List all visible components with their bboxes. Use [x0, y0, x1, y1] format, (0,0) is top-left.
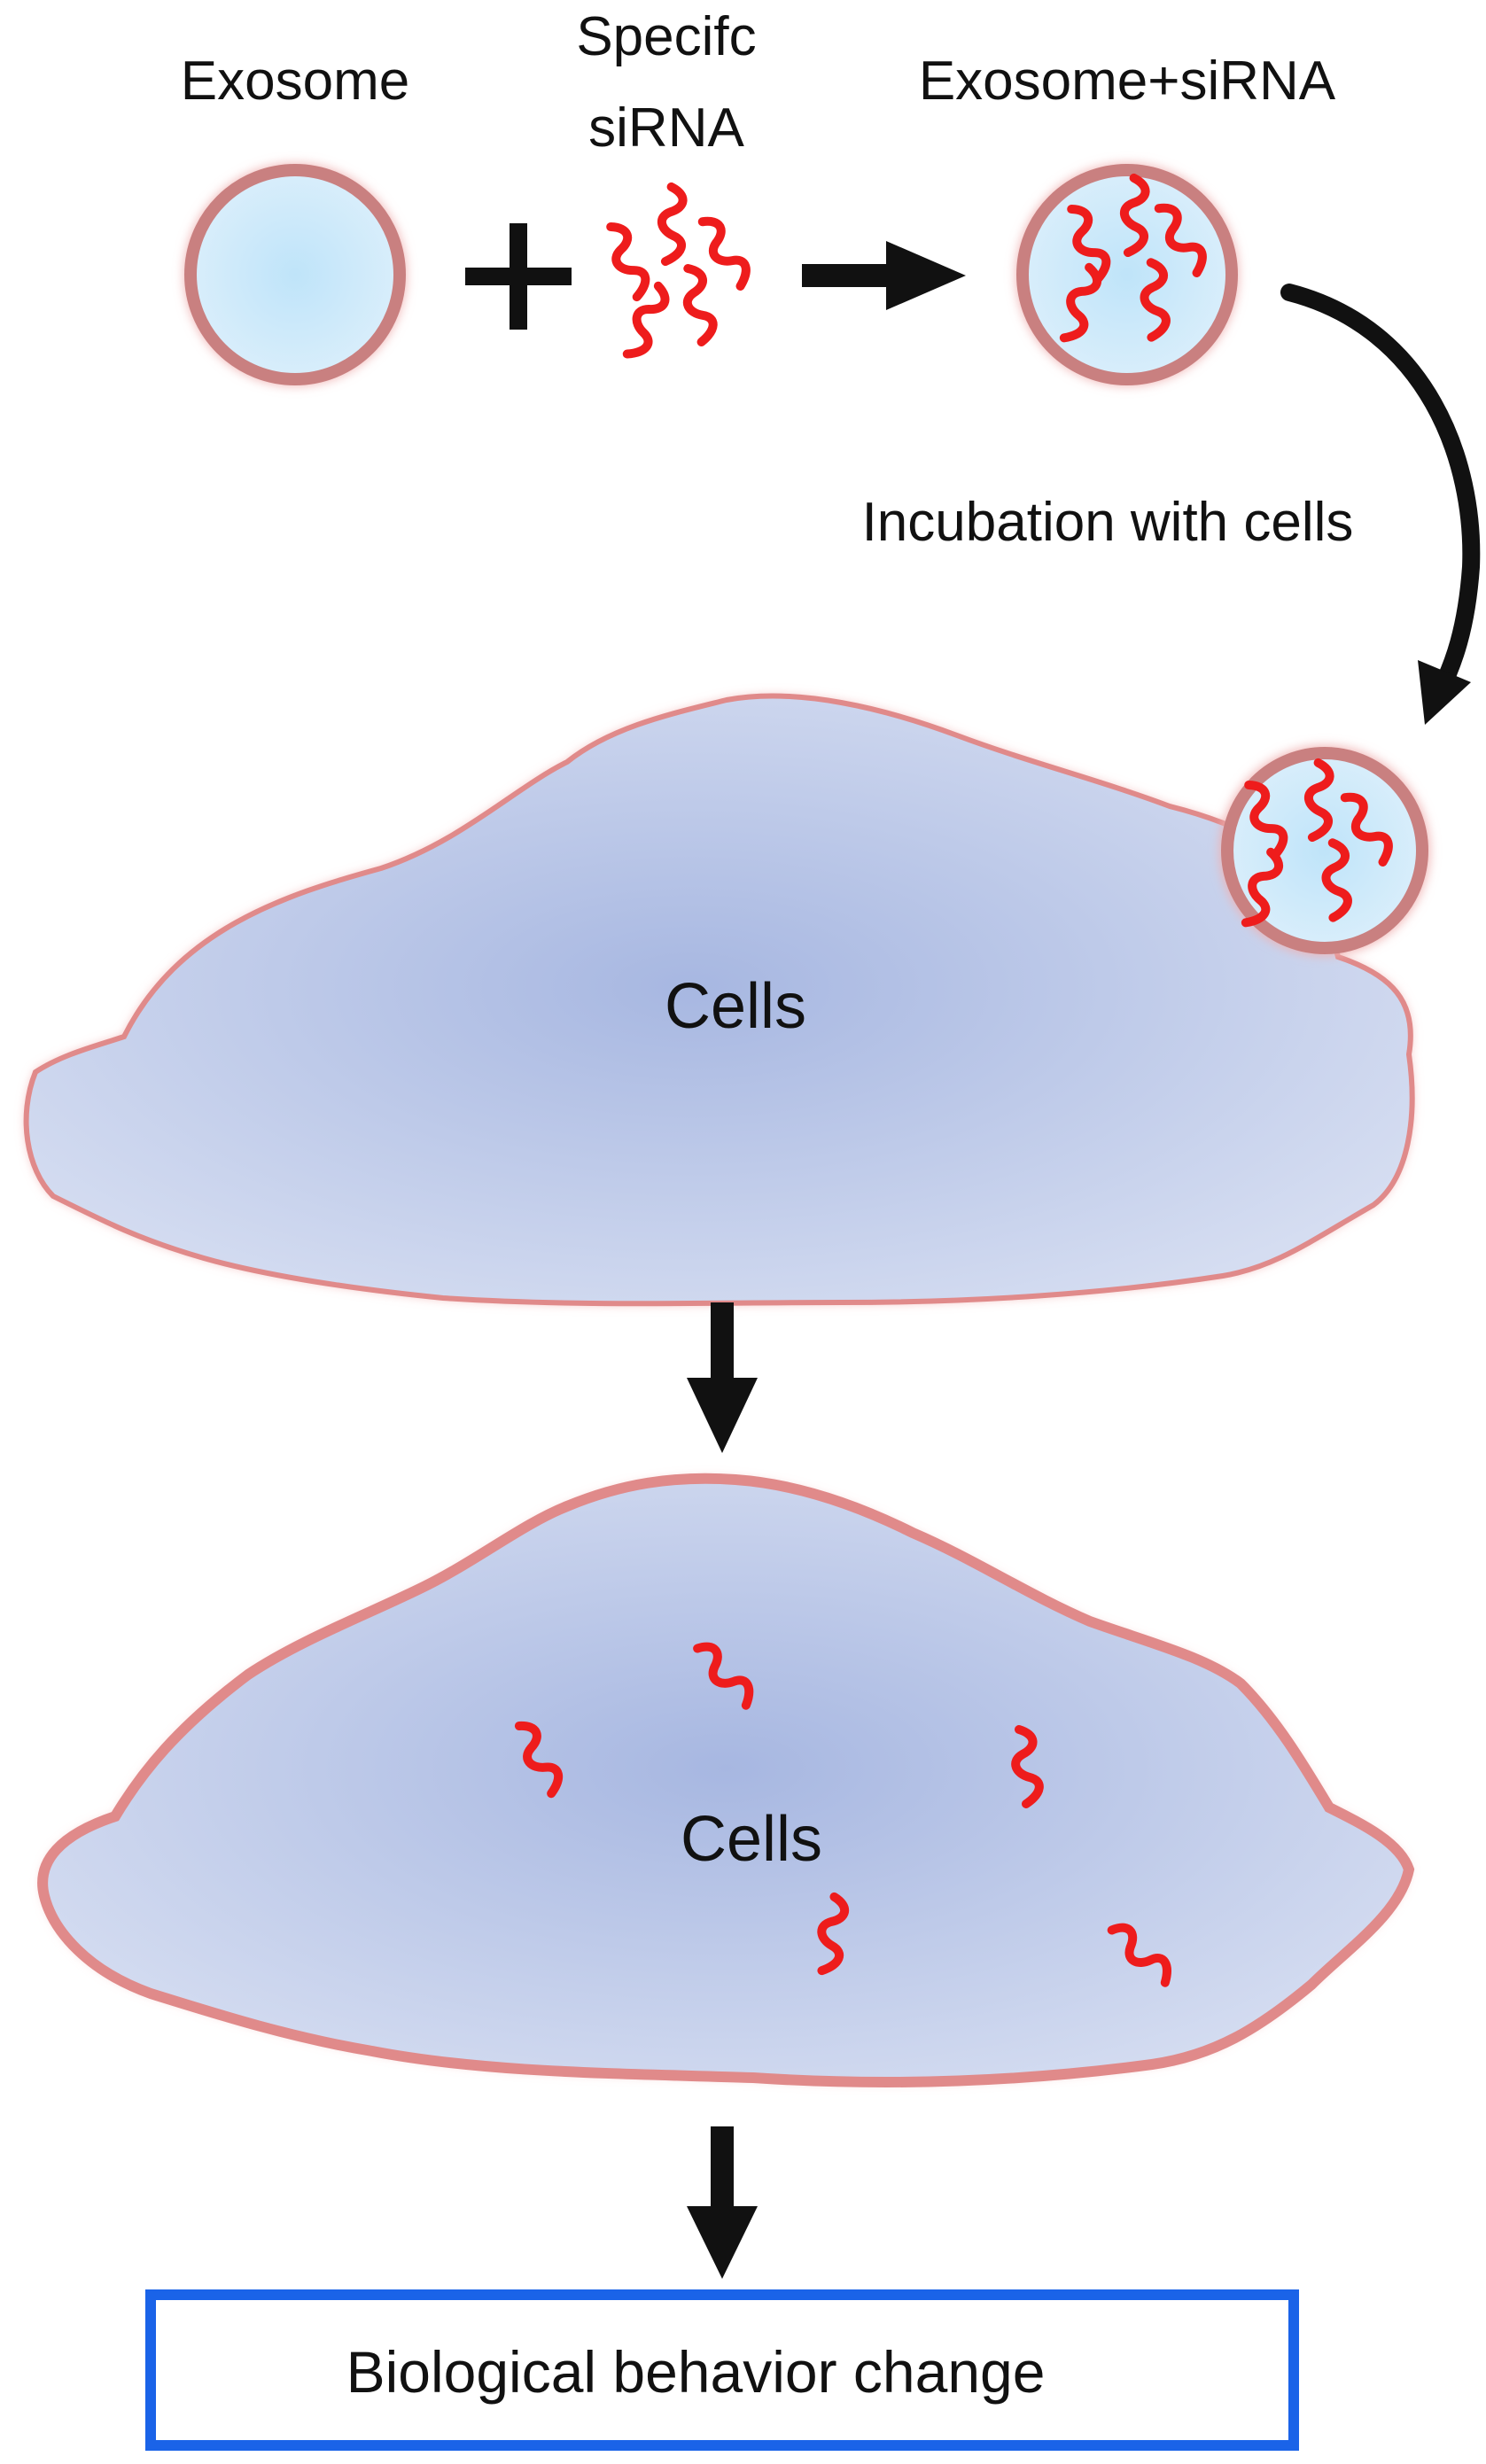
outcome-box: [145, 2289, 1299, 2451]
exosome-label: Exosome: [181, 51, 409, 112]
cells-label-top: Cells: [665, 971, 806, 1042]
specific-sirna-label-line1: Specifc: [576, 6, 756, 67]
cell-bottom: [37, 1473, 1415, 2087]
cell-top: [23, 693, 1415, 1307]
incubation-label: Incubation with cells: [862, 492, 1354, 553]
specific-sirna-label-line2: siRNA: [588, 97, 744, 159]
plus-icon: [465, 223, 572, 330]
attached-exosome-icon: [1220, 746, 1429, 955]
exosome-sirna-label: Exosome+siRNA: [919, 51, 1336, 112]
cells-label-bottom: Cells: [681, 1804, 822, 1875]
outcome-label: Biological behavior change: [346, 2339, 1046, 2405]
exosome-icon: [184, 164, 406, 385]
curved-arrow-icon: [1280, 284, 1481, 725]
arrow-right-icon: [802, 241, 966, 310]
exosome-with-sirna-icon: [1016, 164, 1238, 385]
sirna-cluster-icon: [607, 186, 751, 361]
arrow-down-icon: [687, 1302, 758, 1453]
arrow-down-icon: [687, 2126, 758, 2279]
